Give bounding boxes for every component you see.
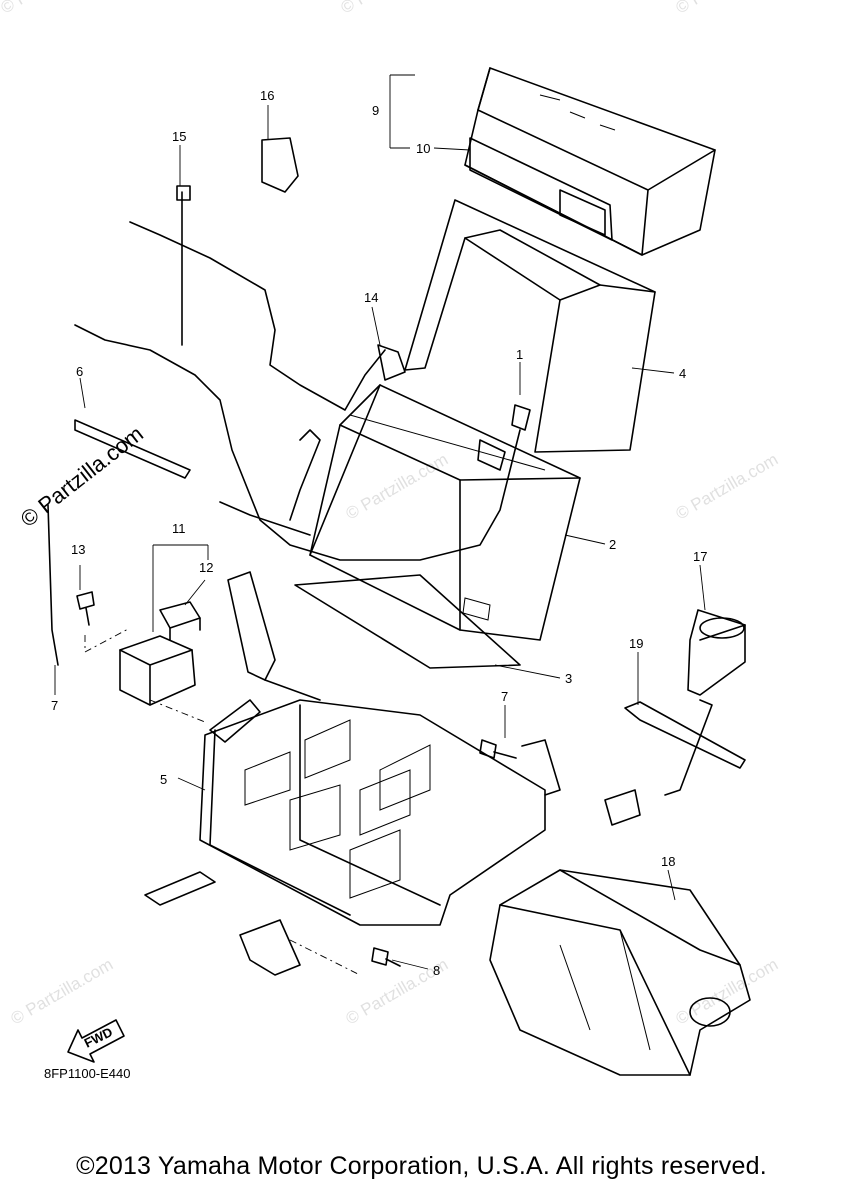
callout-4: 4 bbox=[679, 366, 686, 381]
relay-assembly bbox=[119, 601, 201, 706]
callout-2: 2 bbox=[609, 537, 616, 552]
callout-labels: 1 2 3 4 5 6 7 8 9 10 11 12 13 14 15 16 1… bbox=[51, 88, 707, 978]
alignment-lines bbox=[84, 627, 361, 976]
callout-10: 10 bbox=[416, 141, 430, 156]
watermark-text-large: © Partzilla.com bbox=[16, 421, 148, 532]
accessory-socket bbox=[604, 609, 746, 826]
callout-12: 12 bbox=[199, 560, 213, 575]
callout-8: 8 bbox=[433, 963, 440, 978]
callout-7a: 7 bbox=[51, 698, 58, 713]
callout-15: 15 bbox=[172, 129, 186, 144]
callout-16: 16 bbox=[260, 88, 274, 103]
cables-and-ties bbox=[47, 137, 531, 666]
battery-pad bbox=[294, 574, 521, 669]
heat-shield bbox=[489, 869, 751, 1076]
watermark-layer: © Partzilla.com © Partzilla.com © Partzi… bbox=[0, 0, 781, 1028]
callout-5: 5 bbox=[160, 772, 167, 787]
watermark-text: © Partzilla.com bbox=[338, 0, 447, 17]
watermark-text: © Partzilla.com bbox=[673, 450, 782, 524]
callout-6: 6 bbox=[76, 364, 83, 379]
bolts bbox=[76, 591, 517, 967]
callout-13: 13 bbox=[71, 542, 85, 557]
callout-17: 17 bbox=[693, 549, 707, 564]
watermark-text: © Partzilla.com bbox=[343, 450, 452, 524]
battery-band bbox=[404, 199, 656, 453]
watermark-text: © Partzilla.com bbox=[673, 0, 782, 17]
fwd-label: FWD bbox=[82, 1024, 115, 1050]
callout-9: 9 bbox=[372, 103, 379, 118]
fwd-arrow-icon: FWD bbox=[67, 1019, 125, 1063]
watermark-text: © Partzilla.com bbox=[8, 955, 117, 1029]
cable-tie bbox=[624, 701, 746, 769]
battery bbox=[309, 384, 581, 641]
copyright-notice: ©2013 Yamaha Motor Corporation, U.S.A. A… bbox=[76, 1152, 767, 1180]
battery-cover bbox=[464, 67, 716, 256]
watermark-text: © Partzilla.com bbox=[673, 955, 782, 1029]
callout-18: 18 bbox=[661, 854, 675, 869]
watermark-text: © Partzilla.com bbox=[0, 0, 106, 17]
callout-19: 19 bbox=[629, 636, 643, 651]
callout-7b: 7 bbox=[501, 689, 508, 704]
battery-box bbox=[144, 571, 561, 976]
leader-lines bbox=[54, 74, 706, 970]
callout-3: 3 bbox=[565, 671, 572, 686]
callout-11: 11 bbox=[172, 521, 186, 536]
callout-1: 1 bbox=[516, 347, 523, 362]
diagram-reference-code: 8FP1100-E440 bbox=[44, 1066, 131, 1081]
callout-14: 14 bbox=[364, 290, 378, 305]
